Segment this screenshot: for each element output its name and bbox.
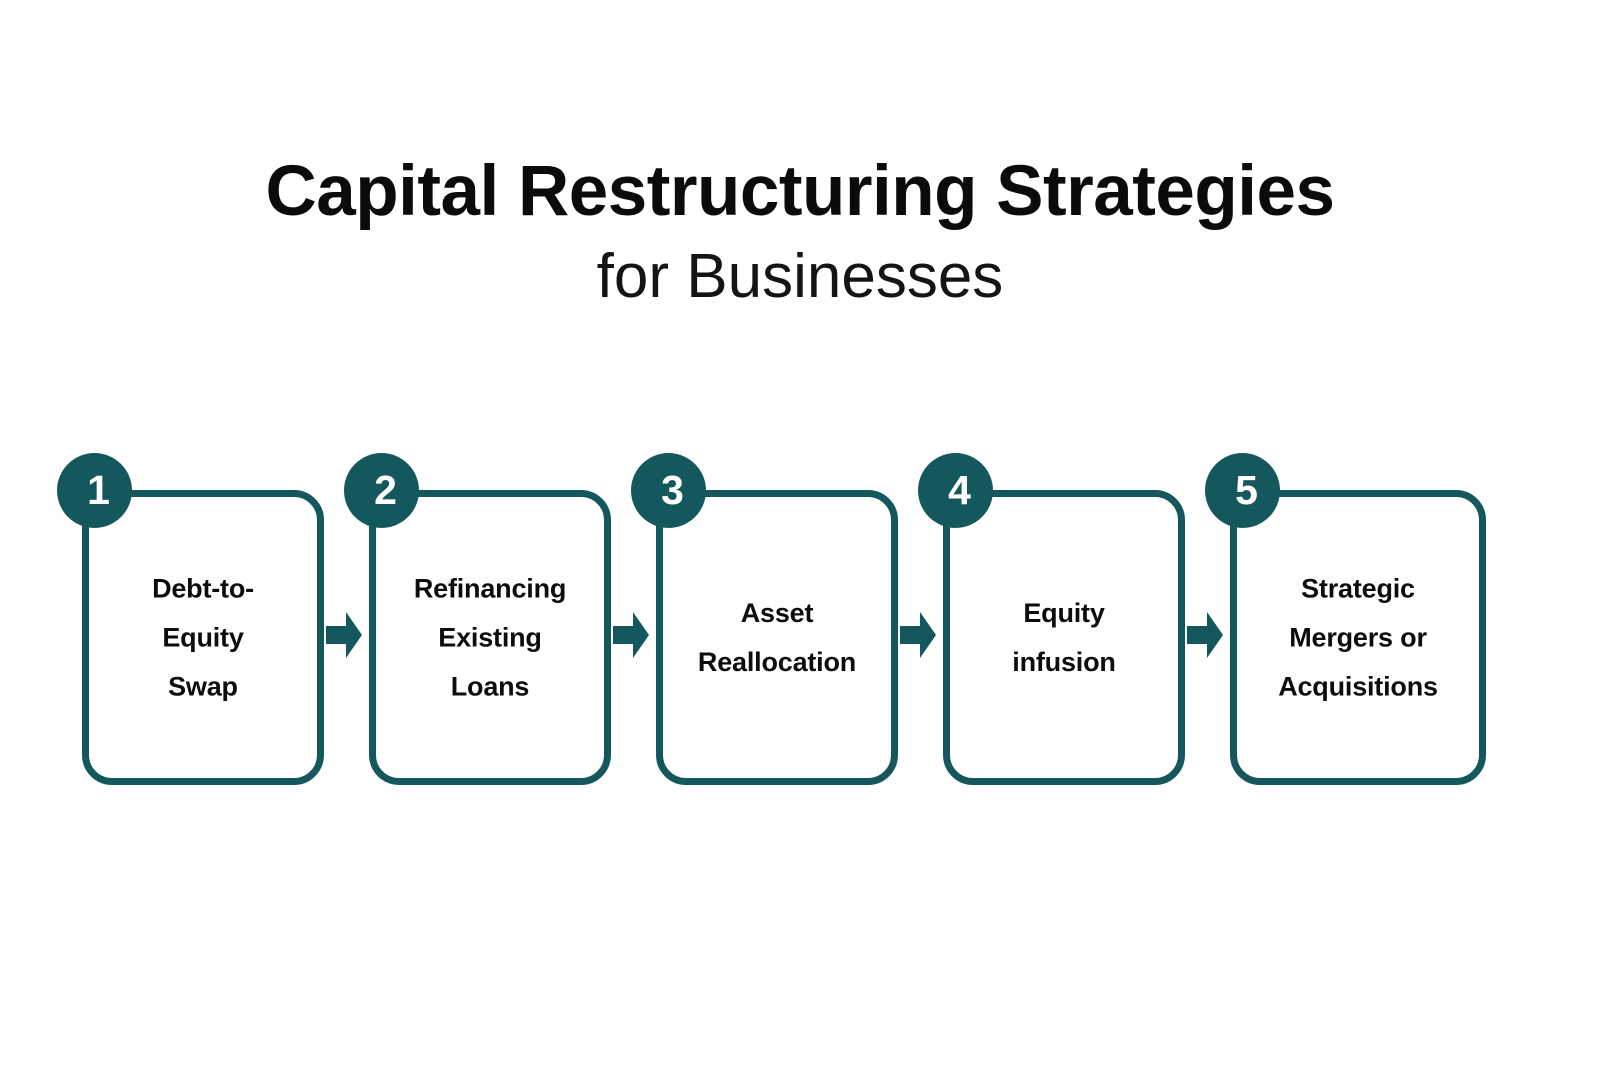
arrow-right-icon (900, 612, 936, 658)
step-label-line: Debt-to- (152, 573, 254, 603)
flow-step-3[interactable]: 3 Asset Reallocation (631, 453, 898, 785)
arrow-right-icon (1187, 612, 1223, 658)
step-number-badge-4: 4 (918, 453, 993, 528)
step-number-badge-3: 3 (631, 453, 706, 528)
flow-step-2[interactable]: 2 Refinancing Existing Loans (344, 453, 611, 785)
flow-step-4[interactable]: 4 Equity infusion (918, 453, 1185, 785)
process-flow: 1 Debt-to- Equity Swap 2 Refinancing Exi… (57, 452, 1486, 792)
flow-step-5[interactable]: 5 Strategic Mergers or Acquisitions (1205, 453, 1486, 785)
step-label-line: Existing (438, 622, 542, 652)
step-number-3: 3 (661, 467, 684, 513)
step-label-3: Asset Reallocation (666, 589, 888, 687)
step-label-line: Strategic (1301, 573, 1415, 603)
step-label-4: Equity infusion (953, 589, 1175, 687)
step-label-line: Loans (450, 671, 530, 701)
page-subtitle: for Businesses (596, 241, 1004, 311)
step-card-3[interactable] (656, 490, 898, 785)
step-label-1: Debt-to- Equity Swap (92, 564, 314, 711)
step-card-5[interactable] (1230, 490, 1486, 785)
flow-step-1[interactable]: 1 Debt-to- Equity Swap (57, 453, 324, 785)
step-card-1[interactable] (82, 490, 324, 785)
page-title: Capital Restructuring Strategies (265, 152, 1335, 231)
step-label-line: Asset (740, 597, 814, 628)
step-label-line: Acquisitions (1278, 671, 1438, 701)
step-number-badge-5: 5 (1205, 453, 1280, 528)
step-label-line: Mergers or (1289, 622, 1427, 652)
step-number-5: 5 (1235, 467, 1258, 513)
arrow-right-icon (613, 612, 649, 658)
step-label-5: Strategic Mergers or Acquisitions (1240, 564, 1476, 711)
step-label-line: infusion (1012, 646, 1116, 677)
step-card-4[interactable] (943, 490, 1185, 785)
step-number-2: 2 (374, 467, 397, 513)
step-card-2[interactable] (369, 490, 611, 785)
title-block: Capital Restructuring Strategies for Bus… (0, 155, 1600, 314)
step-label-line: Equity (1023, 597, 1105, 628)
step-label-line: Reallocation (697, 646, 857, 677)
step-label-line: Equity (162, 622, 244, 652)
step-number-4: 4 (948, 467, 971, 513)
step-number-badge-2: 2 (344, 453, 419, 528)
step-label-line: Swap (168, 671, 238, 701)
step-number-1: 1 (87, 467, 110, 513)
arrow-right-icon (326, 612, 362, 658)
step-label-line: Refinancing (413, 573, 567, 603)
step-number-badge-1: 1 (57, 453, 132, 528)
step-label-2: Refinancing Existing Loans (379, 564, 601, 711)
